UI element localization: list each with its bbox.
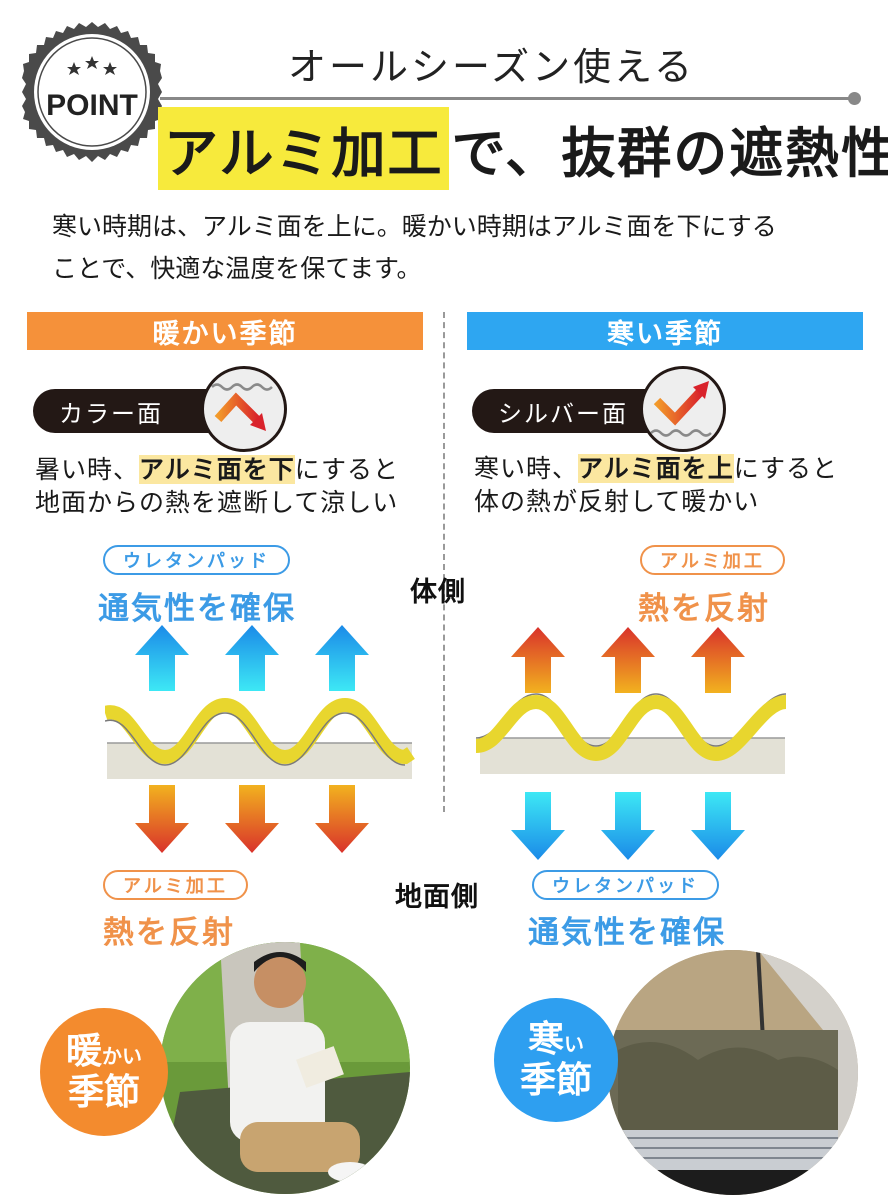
warm-bottom-caption: 熱を反射 — [103, 915, 235, 951]
warm-desc-emphasis: アルミ面を下 — [139, 455, 295, 484]
cold-mat-cross-section — [476, 693, 788, 774]
cold-desc-pre: 寒い時、 — [474, 454, 579, 483]
heat-down-arrows-icon — [135, 785, 369, 853]
cold-top-caption: 熱を反射 — [638, 591, 770, 627]
intro-line-2: ことで、快適な温度を保てます。 — [52, 254, 422, 283]
subtitle: オールシーズン使える — [288, 45, 695, 89]
header-divider — [160, 97, 852, 100]
heat-reflect-icon — [640, 366, 726, 452]
heat-up-arrows-icon — [511, 627, 745, 693]
headline-rest: で、抜群の遮熱性 — [451, 121, 888, 185]
warm-mat-cross-section — [105, 697, 415, 779]
warm-top-tag: ウレタンパッド — [103, 545, 290, 575]
point-badge: POINT — [22, 22, 162, 162]
airflow-down-arrows-icon — [511, 792, 745, 860]
intro-text: 寒い時期は、アルミ面を上に。暖かい時期はアルミ面を下にする ことで、快適な温度を… — [52, 206, 777, 290]
cold-badge-small: い — [564, 1031, 584, 1056]
cold-desc-line2: 体の熱が反射して暖かい — [474, 487, 760, 516]
headline-highlight: アルミ加工 — [158, 106, 450, 190]
badge-label: POINT — [46, 89, 138, 122]
cold-badge-big: 寒 — [527, 1018, 564, 1060]
warm-desc-post: にすると — [294, 455, 400, 484]
badge-seal-icon — [22, 22, 162, 162]
warm-top-caption: 通気性を確保 — [98, 591, 296, 627]
intro-line-1: 寒い時期は、アルミ面を上に。暖かい時期はアルミ面を下にする — [52, 212, 777, 241]
warm-badge-small: かい — [102, 1043, 142, 1068]
cold-season-round-badge: 寒い 季節 — [494, 998, 618, 1122]
warm-badge-line2: 季節 — [67, 1072, 140, 1113]
page-title: アルミ加工 で、抜群の遮熱性 — [158, 106, 888, 190]
warm-desc-line2: 地面からの熱を遮断して涼しい — [35, 488, 399, 517]
warm-bottom-tag: アルミ加工 — [103, 870, 248, 900]
cold-bottom-tag: ウレタンパッド — [532, 870, 719, 900]
ground-side-label: 地面側 — [395, 882, 479, 913]
cold-desc-emphasis: アルミ面を上 — [578, 454, 734, 483]
warm-season-photo — [160, 942, 410, 1194]
cold-season-photo — [608, 950, 858, 1195]
cold-desc-post: にすると — [733, 454, 839, 483]
airflow-up-arrows-icon — [135, 625, 369, 691]
heat-blocked-icon — [201, 366, 287, 452]
warm-season-bar: 暖かい季節 — [27, 312, 423, 350]
star-icons — [67, 56, 117, 75]
warm-badge-big: 暖 — [65, 1030, 102, 1072]
cold-season-bar: 寒い季節 — [467, 312, 863, 350]
warm-description: 暑い時、アルミ面を下にすると 地面からの熱を遮断して涼しい — [35, 453, 399, 519]
column-divider — [443, 312, 445, 812]
cold-badge-line2: 季節 — [519, 1060, 592, 1101]
warm-desc-pre: 暑い時、 — [35, 455, 140, 484]
cold-top-tag: アルミ加工 — [640, 545, 785, 575]
warm-season-round-badge: 暖かい 季節 — [40, 1008, 168, 1136]
silver-surface-pill: シルバー面 — [472, 389, 672, 433]
body-side-label: 体側 — [410, 577, 466, 608]
cold-bottom-caption: 通気性を確保 — [528, 915, 726, 951]
divider-dot-icon — [848, 92, 861, 105]
cold-description: 寒い時、アルミ面を上にすると 体の熱が反射して暖かい — [474, 452, 838, 518]
